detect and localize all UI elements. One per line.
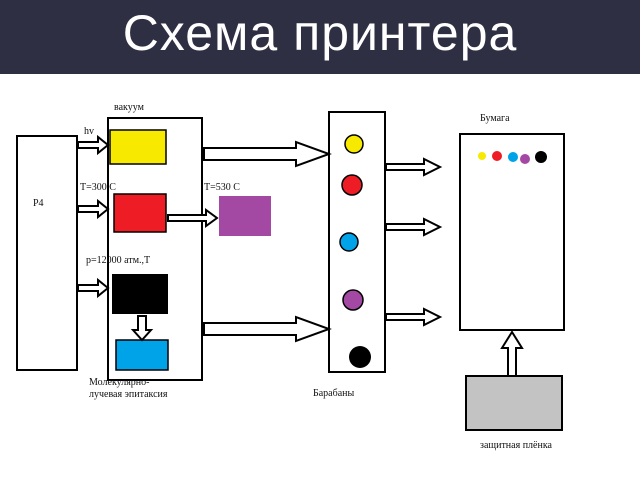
drum-yellow — [344, 134, 364, 154]
red-block — [113, 193, 167, 233]
paper-dot-red — [492, 151, 502, 161]
title-bar: Схема принтера — [0, 0, 640, 74]
protective-film-box — [465, 375, 563, 431]
p4-box — [16, 135, 78, 371]
arrow-p4-1 — [77, 134, 110, 156]
drum-black — [349, 346, 371, 368]
arrow-black-blue — [130, 315, 154, 342]
slide-title: Схема принтера — [122, 5, 518, 61]
arrow-p4-2 — [77, 198, 110, 220]
diagram-canvas — [16, 111, 565, 431]
label-mbe: Молекулярно-лучевая эпитаксия — [89, 377, 168, 400]
drum-blue — [339, 232, 359, 252]
label-p4: P4 — [33, 198, 44, 209]
paper-dot-blue — [508, 152, 518, 162]
drum-red — [341, 174, 363, 196]
paper-dot-yellow — [478, 152, 486, 160]
label-t530: T=530 C — [204, 182, 240, 193]
arrow-drums-paper-1 — [385, 157, 443, 177]
black-block — [112, 274, 168, 314]
label-paper: Бумага — [480, 113, 510, 124]
purple-block — [219, 196, 271, 236]
arrow-drums-paper-2 — [385, 217, 443, 237]
arrow-film-paper — [500, 330, 524, 377]
label-vacuum: вакуум — [114, 102, 144, 113]
label-drums: Барабаны — [313, 388, 355, 399]
label-pressure: p=12000 атм.,T — [86, 255, 151, 266]
arrow-drums-paper-3 — [385, 307, 443, 327]
blue-block — [115, 339, 169, 371]
label-film: защитная плёнка — [480, 440, 552, 451]
arrow-p4-3 — [77, 277, 110, 299]
paper-dot-black — [535, 151, 547, 163]
drum-purple — [342, 289, 364, 311]
paper-dot-purple — [520, 154, 530, 164]
paper-sheet — [459, 133, 565, 331]
printer-diagram: P4 вакуум hv T=300 C T=530 C p=12000 атм… — [0, 74, 640, 484]
label-t300: T=300 C — [80, 182, 116, 193]
arrow-red-purple — [167, 208, 219, 228]
label-hv: hv — [84, 126, 94, 137]
arrow-chamber-drums-top — [203, 140, 332, 168]
yellow-block — [109, 129, 167, 165]
arrow-chamber-drums-bottom — [203, 315, 332, 343]
